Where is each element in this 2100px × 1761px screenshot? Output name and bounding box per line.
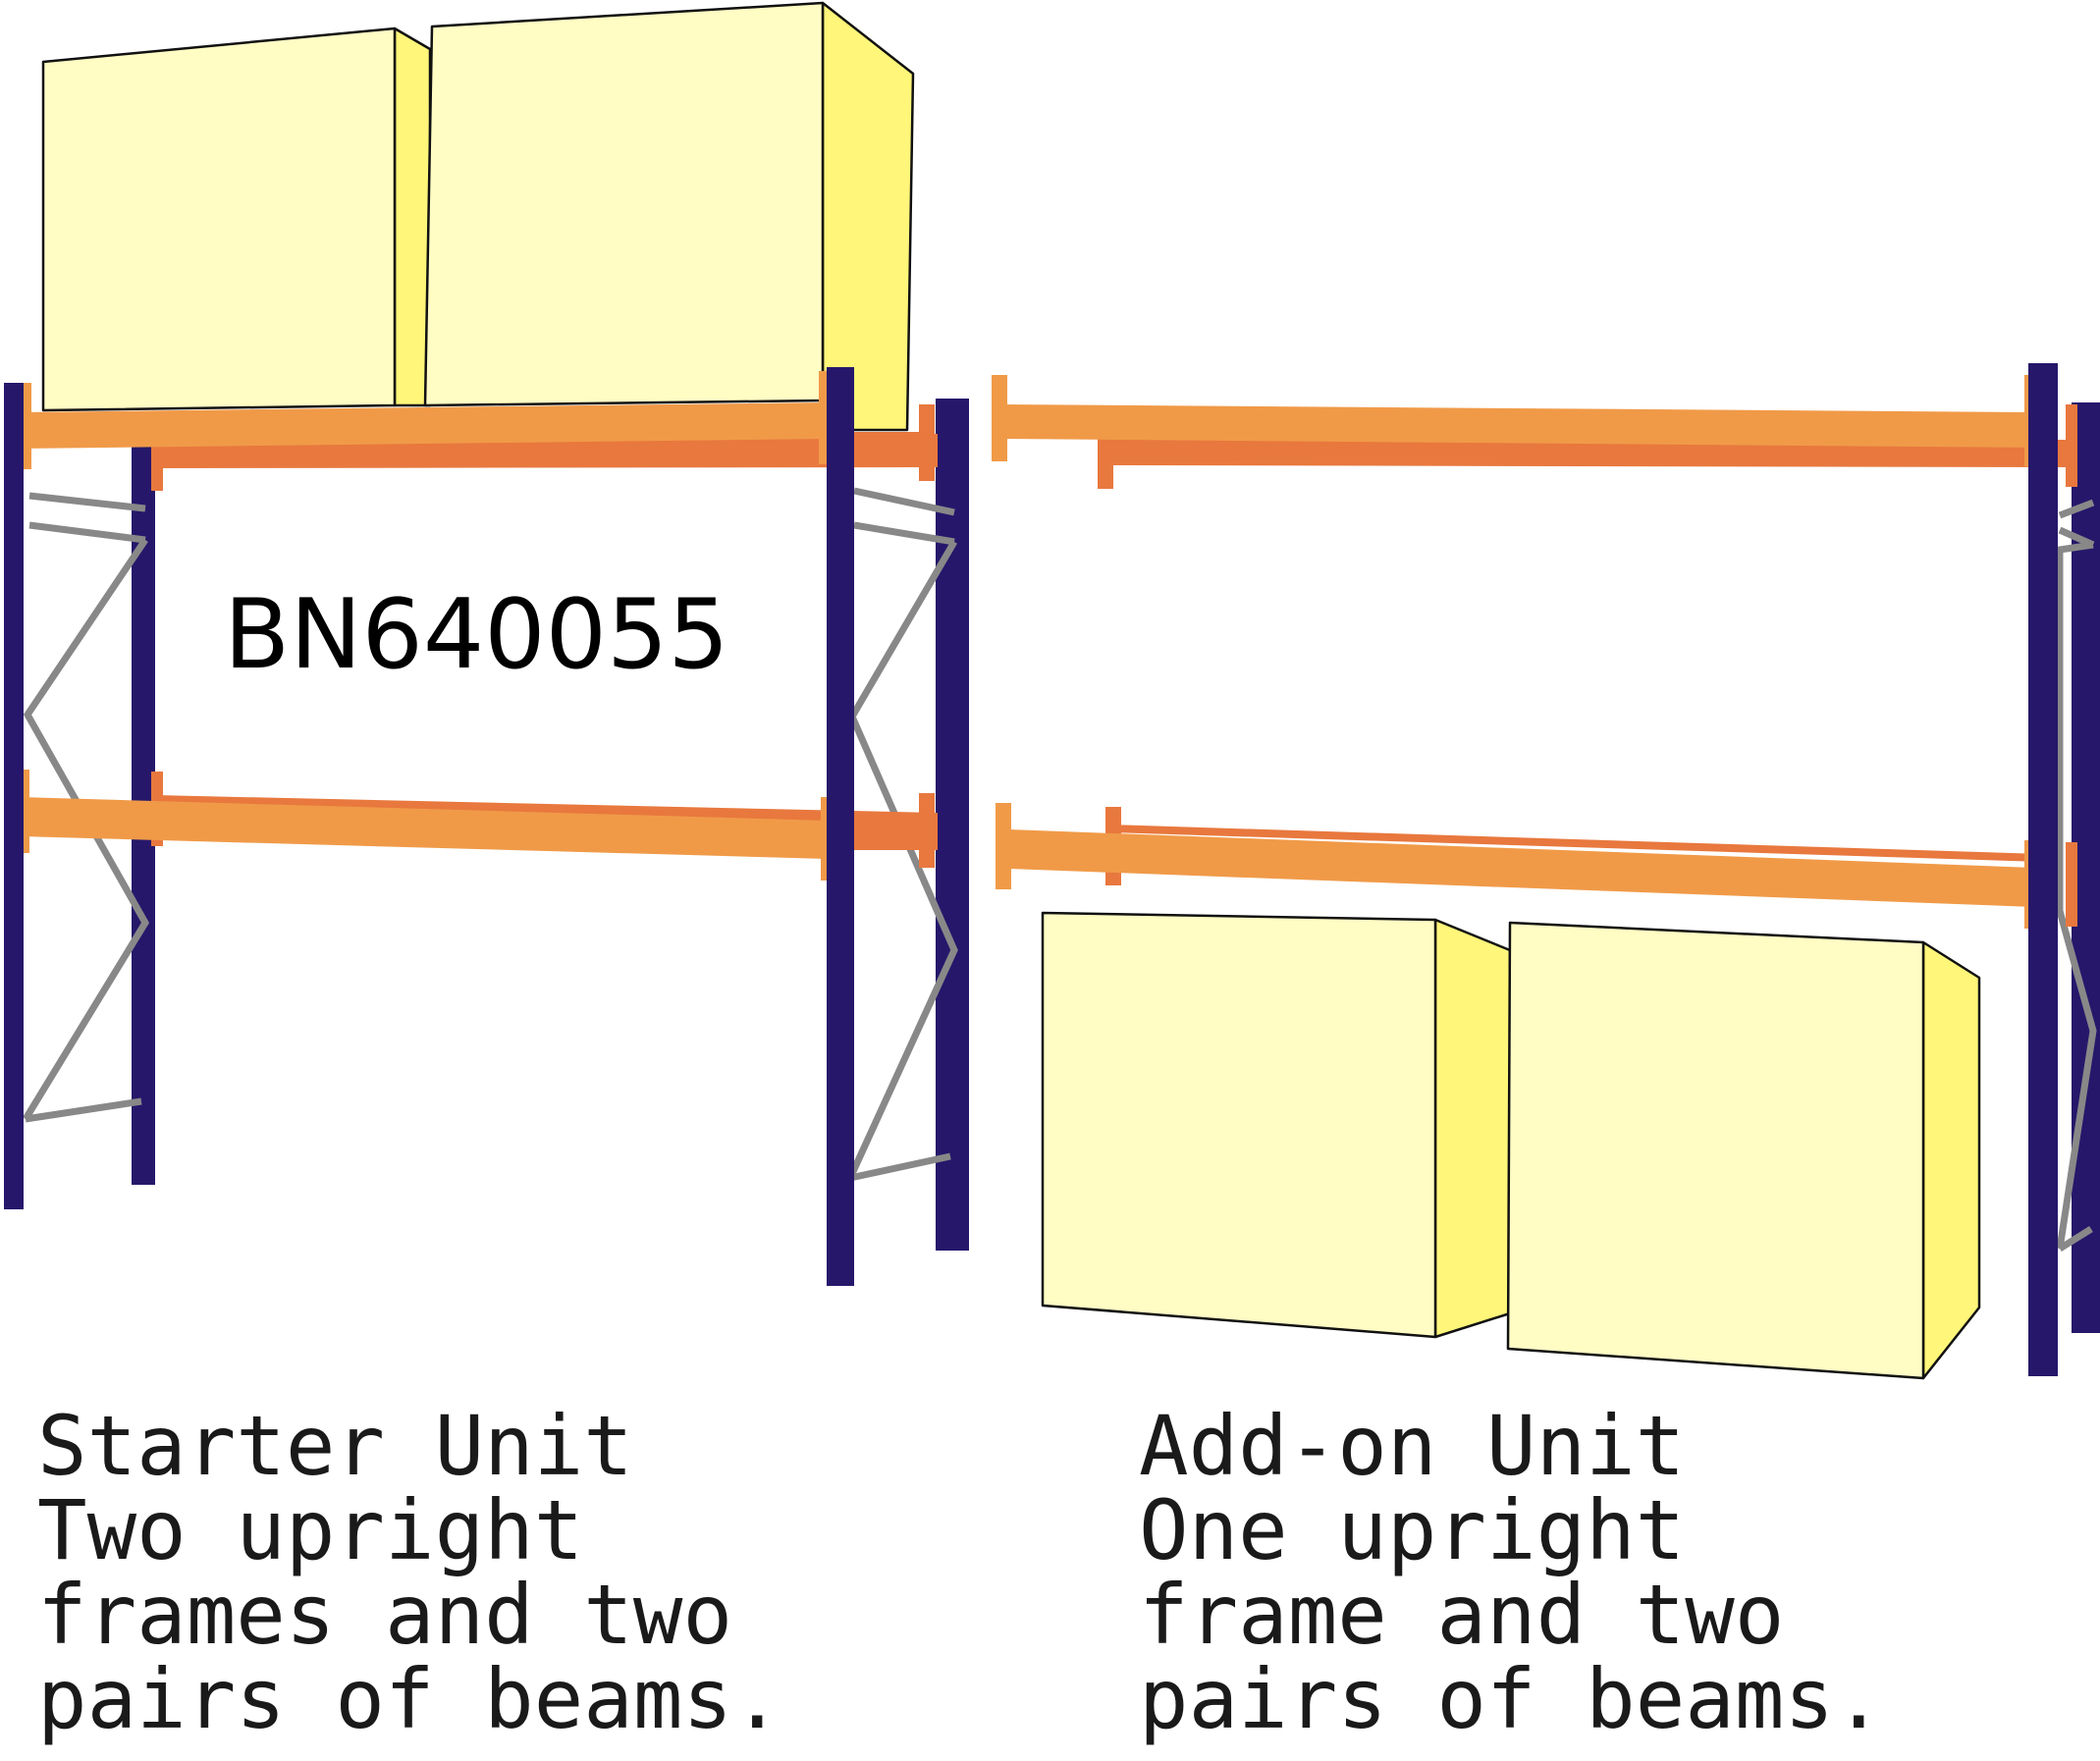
addon-upper-front-beam: [1003, 404, 2034, 448]
starter-unit-description-line: frames and two: [37, 1567, 733, 1663]
starter-top-boxes: [41, 1, 915, 432]
starter-left-front-upright: [4, 383, 24, 1209]
addon-bracing: [2056, 499, 2097, 1252]
addon-unit-description-line: pairs of beams.: [1139, 1651, 1884, 1747]
starter-right-front-upright: [827, 367, 854, 1286]
product-code-label: BN640055: [224, 579, 729, 691]
starter-box-left-side: [393, 27, 432, 407]
addon-box-left-side: [1433, 918, 1512, 1339]
addon-unit-title: Add-on Unit: [1139, 1398, 1686, 1494]
starter-lower-connector-beam: [842, 819, 933, 850]
addon-box-right-side: [1921, 940, 1981, 1380]
addon-front-upright: [2028, 363, 2058, 1376]
addon-floor-boxes: [1041, 911, 1981, 1380]
starter-upper-back-beam-clip: [151, 444, 163, 491]
starter-right-back-upright: [936, 399, 969, 1251]
starter-box-left-face: [41, 27, 397, 412]
addon-lower-back-beam-clip-right: [2066, 842, 2077, 927]
starter-right-frame: [846, 399, 969, 1251]
starter-connector-beams: [842, 404, 935, 868]
addon-box-left-face: [1041, 911, 1437, 1339]
addon-box-right-face: [1506, 921, 1925, 1380]
addon-upper-back-beam-clip-left: [1098, 438, 1113, 489]
addon-unit-caption: Add-on Unit One upright frame and two pa…: [1139, 1404, 1884, 1741]
addon-unit-drawing: [992, 363, 2100, 1380]
addon-lower-front-beam-clip-left: [996, 803, 1011, 889]
starter-unit-title: Starter Unit: [37, 1398, 633, 1494]
addon-lower-front-beam: [1009, 829, 2034, 907]
starter-lower-front-beam: [20, 797, 828, 859]
addon-unit-description-line: One upright: [1139, 1482, 1686, 1578]
starter-upper-connector-clip: [919, 404, 935, 481]
starter-front-uprights: [4, 367, 854, 1286]
starter-lower-connector-clip: [919, 793, 935, 868]
addon-lower-back-beam: [1109, 825, 2042, 862]
addon-unit-description-line: frame and two: [1139, 1567, 1785, 1663]
starter-upper-front-beam: [20, 402, 828, 449]
addon-upper-back-beam-clip-right: [2066, 404, 2077, 487]
starter-right-back-upright-edge: [952, 1198, 967, 1250]
starter-unit-caption: Starter Unit Two upright frames and two …: [37, 1404, 782, 1741]
starter-upper-connector-beam: [842, 432, 933, 463]
starter-box-right-face: [423, 1, 825, 407]
starter-box-right-side: [821, 1, 915, 432]
starter-unit-description-line: Two upright: [37, 1482, 584, 1578]
starter-unit-drawing: [4, 1, 969, 1286]
addon-upper-front-beam-clip-left: [992, 375, 1007, 461]
starter-unit-description-line: pairs of beams.: [37, 1651, 782, 1747]
